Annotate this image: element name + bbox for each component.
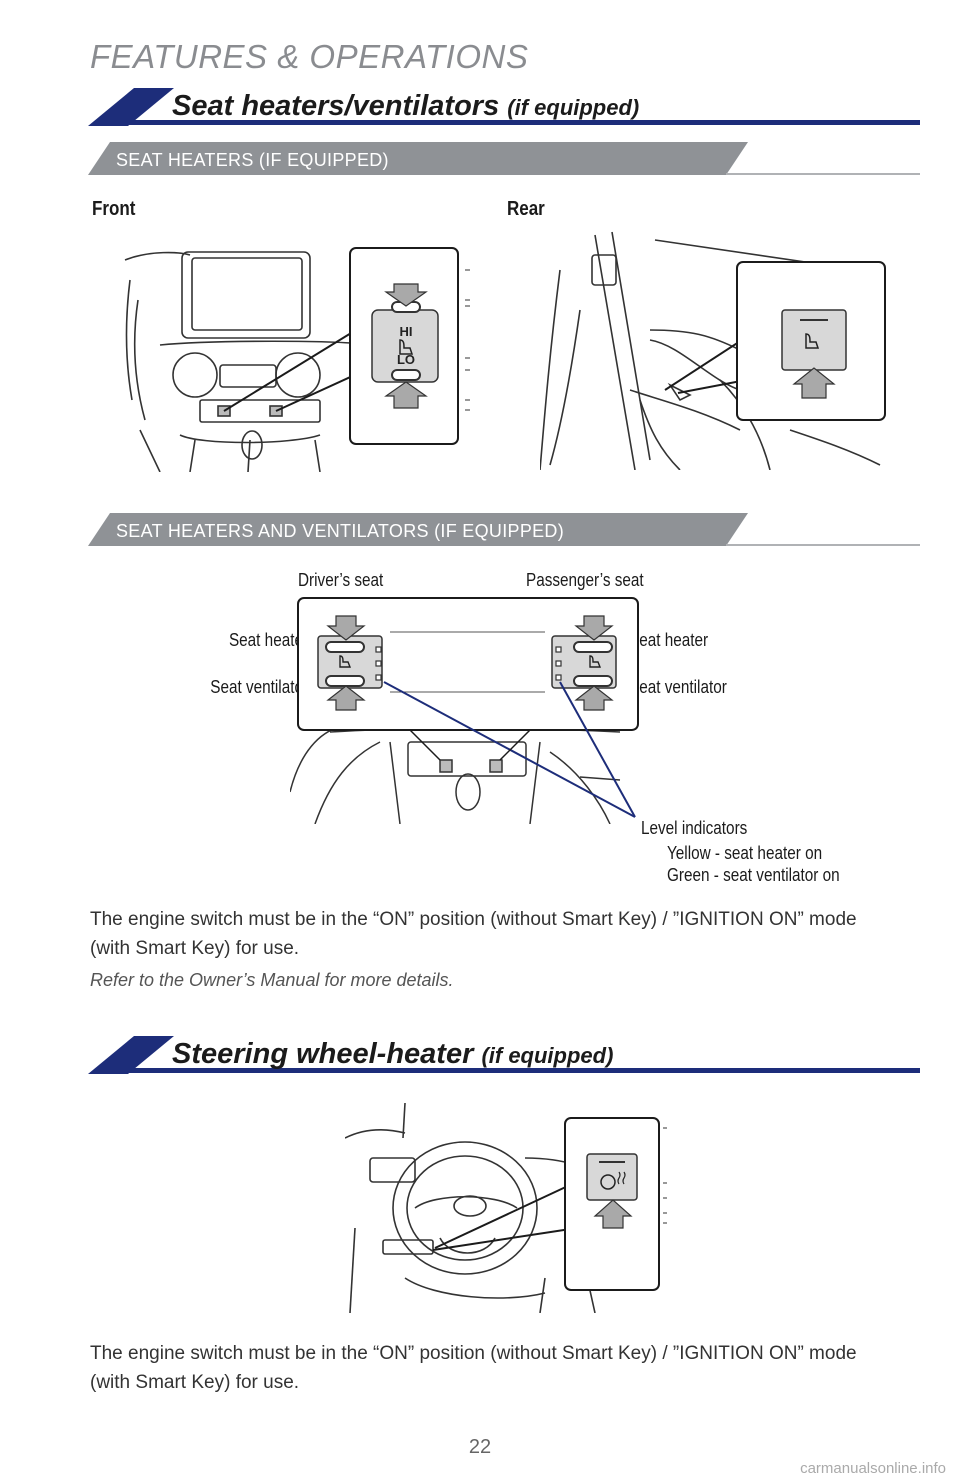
section-banner-steering-heater: Steering wheel-heater (if equipped)	[88, 1036, 920, 1076]
seat-ventilator-left-label: Seat ventilator	[210, 677, 308, 697]
front-label: Front	[92, 198, 136, 220]
green-note: Green - seat ventilator on	[667, 865, 840, 885]
seat-section-body: The engine switch must be in the “ON” po…	[90, 909, 857, 959]
section-title-suffix: (if equipped)	[507, 95, 640, 120]
arrow-down-icon	[384, 283, 428, 307]
section-title-suffix: (if equipped)	[481, 1043, 614, 1068]
subbanner-shape	[88, 513, 920, 546]
subbanner-seat-heaters-ventilators: SEAT HEATERS AND VENTILATORS (IF EQUIPPE…	[88, 513, 920, 549]
subbanner-label: SEAT HEATERS AND VENTILATORS (IF EQUIPPE…	[116, 521, 565, 541]
steering-wheel-illustration	[345, 1102, 667, 1313]
arrow-up-icon	[384, 381, 428, 409]
arrow-down-icon	[574, 615, 614, 641]
section-title: Steering wheel-heater (if equipped)	[172, 1038, 613, 1071]
section-banner-seat-heaters: Seat heaters/ventilators (if equipped)	[88, 88, 920, 128]
section-title-text: Steering wheel-heater	[172, 1038, 474, 1070]
seat-heater-left-label: Seat heater	[228, 630, 308, 650]
front-dashboard-illustration: HI LO	[124, 247, 470, 472]
steering-section-body: The engine switch must be in the “ON” po…	[90, 1343, 857, 1393]
seat-heat-icon	[589, 655, 602, 668]
seat-heat-icon	[399, 339, 414, 355]
page-number: 22	[468, 1436, 492, 1458]
arrow-down-icon	[326, 615, 366, 641]
rear-label: Rear	[507, 198, 545, 220]
section-title-text: Seat heaters/ventilators	[172, 90, 500, 122]
level-indicator-dots	[375, 646, 562, 681]
seat-heater-right-label: Seat heater	[629, 630, 709, 650]
yellow-note: Yellow - seat heater on	[667, 843, 823, 863]
seat-section-note: Refer to the Owner’s Manual for more det…	[90, 970, 454, 990]
section-title: Seat heaters/ventilators (if equipped)	[172, 90, 639, 123]
banner-shape	[88, 88, 920, 126]
page-header: FEATURES & OPERATIONS	[90, 38, 529, 75]
passengers-seat-label: Passenger’s seat	[526, 570, 644, 590]
heat-waves-icon	[617, 1171, 626, 1185]
seat-heat-icon	[339, 655, 352, 668]
subbanner-label: SEAT HEATERS (IF EQUIPPED)	[116, 150, 389, 170]
subbanner-shape	[88, 142, 920, 175]
arrow-up-icon	[593, 1199, 633, 1229]
steering-wheel-icon	[600, 1174, 616, 1190]
switch-lo-label: LO	[397, 352, 415, 367]
arrow-up-icon	[792, 367, 836, 399]
rear-door-illustration	[540, 231, 886, 470]
banner-shape	[88, 1036, 920, 1074]
subbanner-seat-heaters: SEAT HEATERS (IF EQUIPPED)	[88, 142, 920, 178]
drivers-seat-label: Driver’s seat	[298, 570, 384, 590]
heater-ventilator-illustration	[290, 597, 639, 824]
level-indicator-pointer-right	[559, 681, 636, 818]
arrow-up-icon	[326, 685, 366, 711]
seat-heat-icon	[805, 333, 820, 349]
seat-ventilator-right-label: Seat ventilator	[629, 677, 727, 697]
switch-hi-label: HI	[400, 324, 413, 339]
watermark: carmanualsonline.info	[800, 1460, 946, 1477]
arrow-up-icon	[574, 685, 614, 711]
level-indicators-label: Level indicators	[641, 818, 748, 838]
